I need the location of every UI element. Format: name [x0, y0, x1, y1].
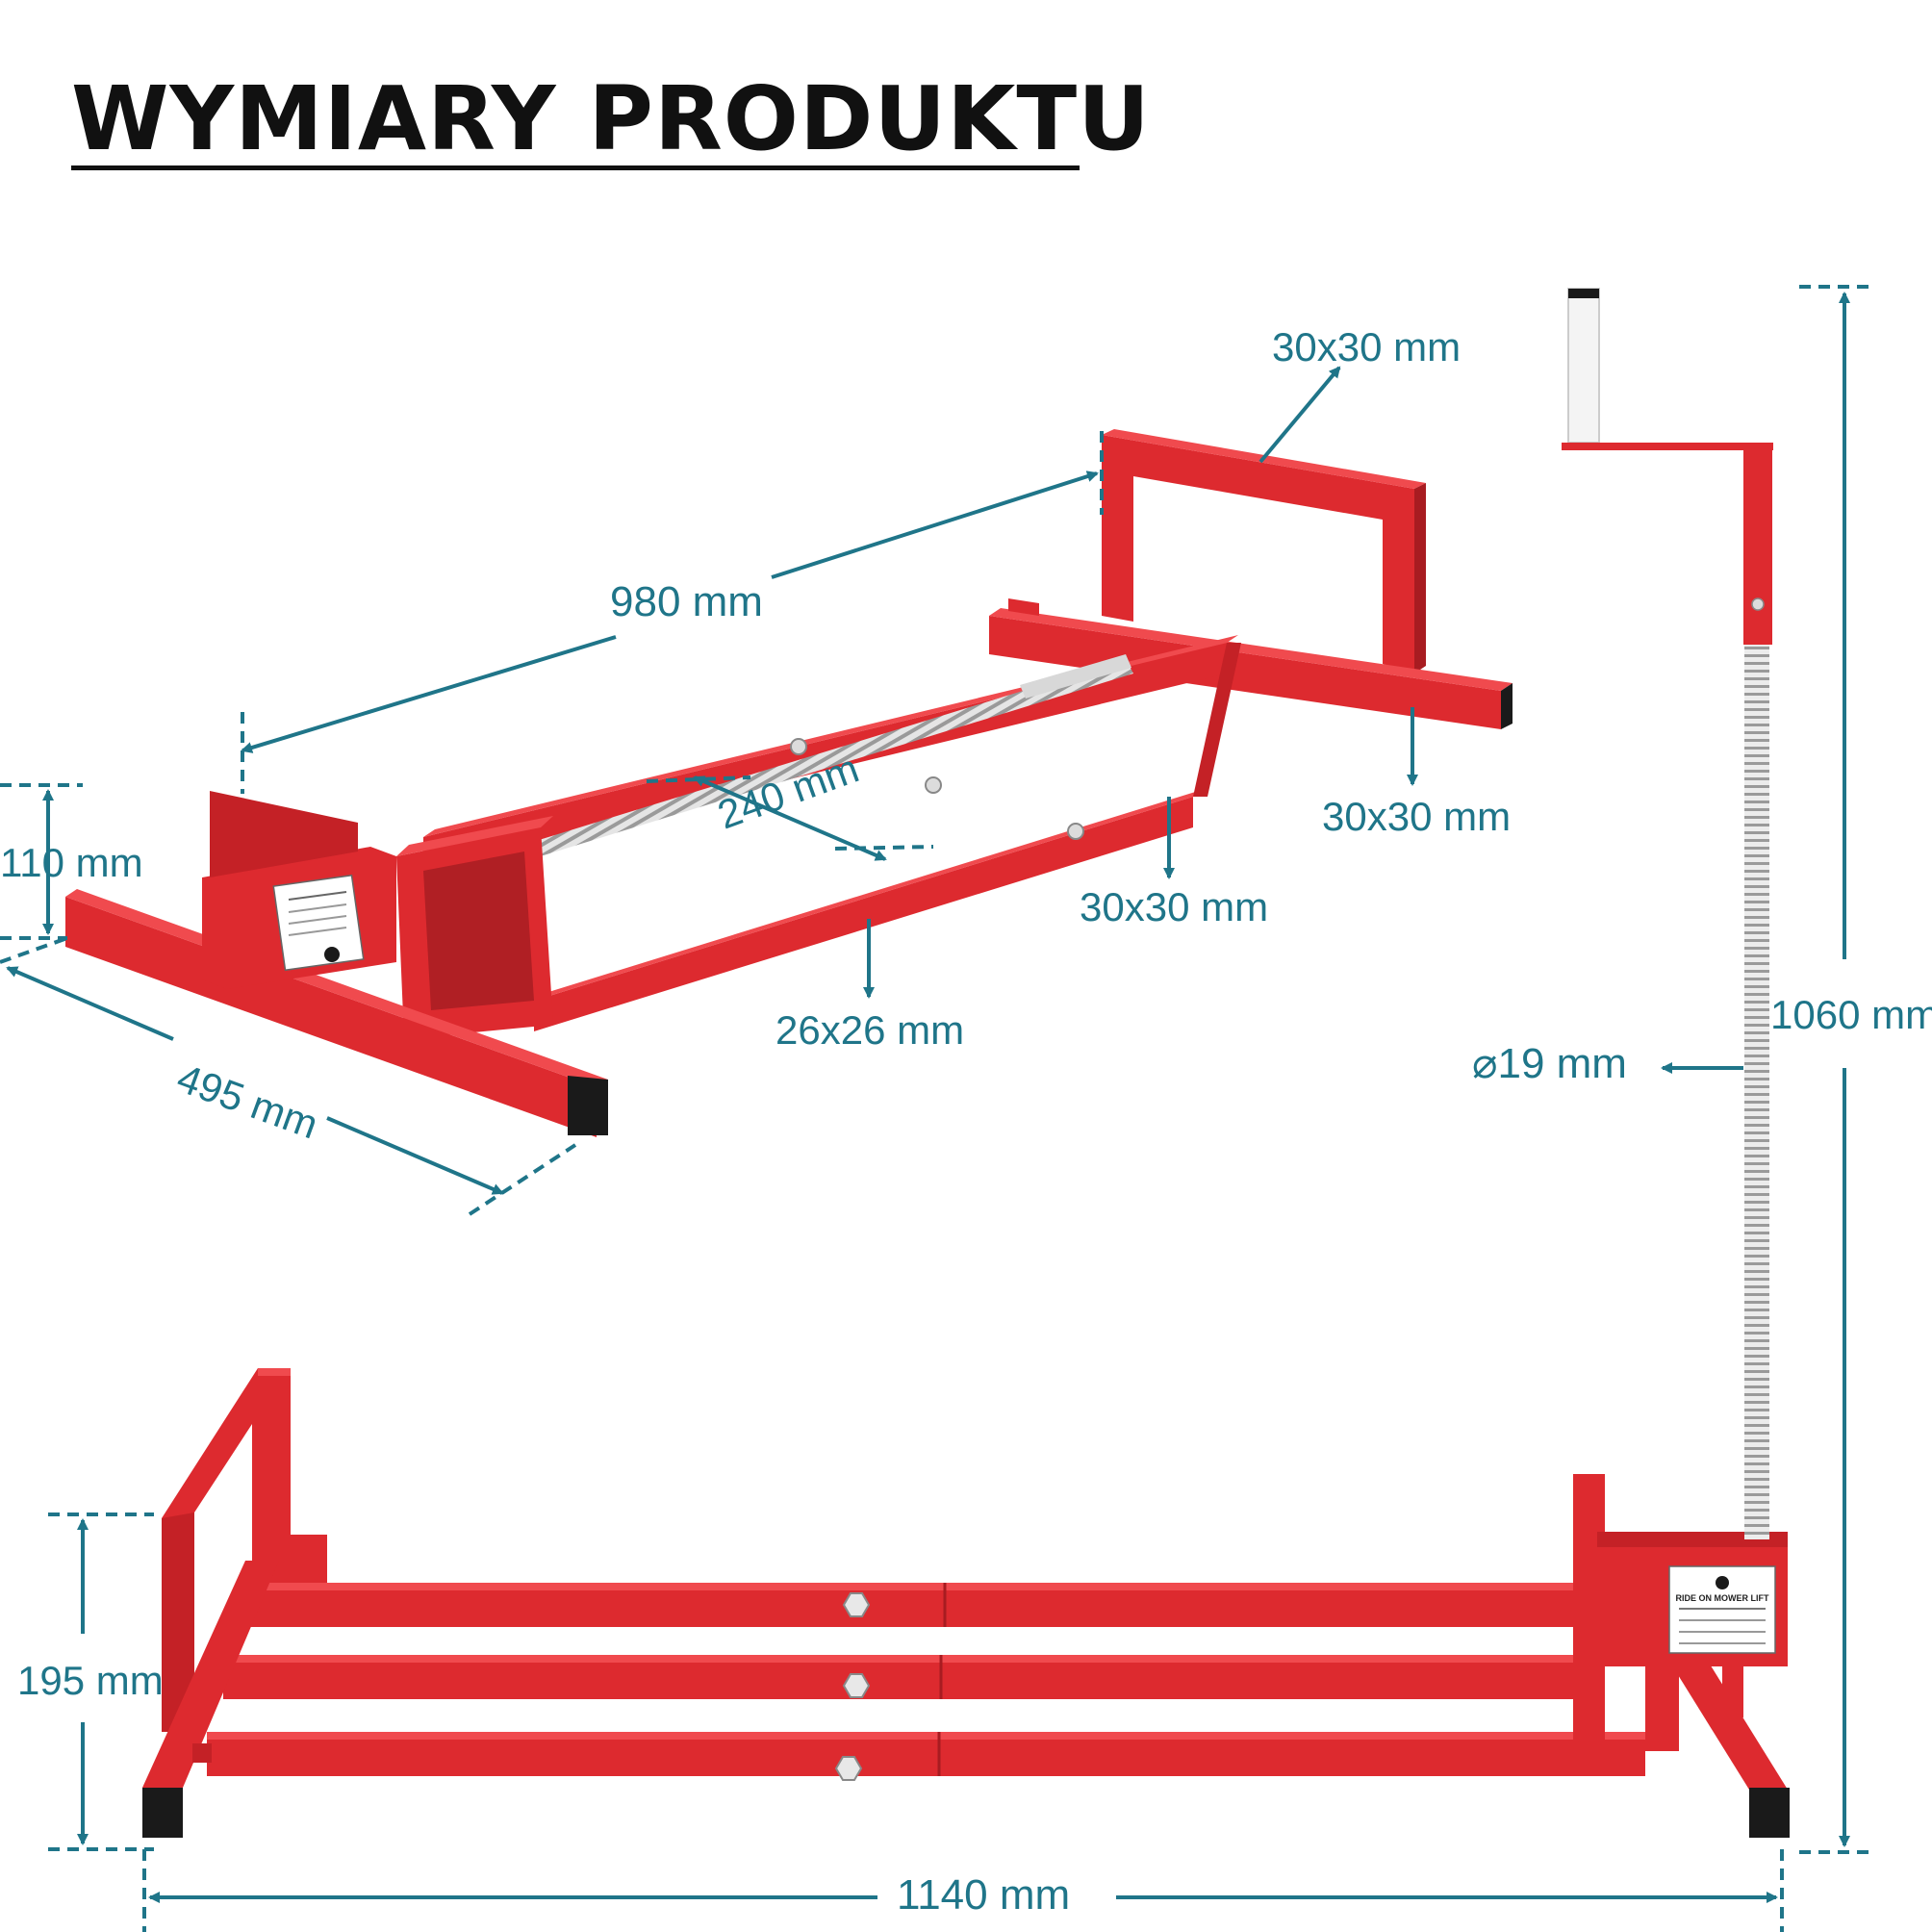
left-upright-side [162, 1513, 194, 1732]
crank-grip [1567, 288, 1600, 444]
dim-right-tube: 30x30 mm [1322, 794, 1512, 839]
bolt [790, 738, 807, 755]
dim-total-height: 1060 mm [1770, 992, 1932, 1037]
front-foot-end [568, 1076, 608, 1135]
front-box-hole [423, 852, 534, 1010]
front-foot-top [65, 889, 608, 1087]
warning-label [272, 874, 365, 972]
dim-length-front: 1140 mm [897, 1871, 1071, 1919]
dim-length-top: 980 mm [610, 578, 763, 625]
dim-cross-tube: 26x26 mm [775, 1007, 965, 1053]
hex-bolt [834, 1756, 863, 1781]
rear-crossbar [989, 616, 1501, 729]
jack-label-brand: RIDE ON MOWER LIFT [1676, 1593, 1769, 1603]
threaded-rod [486, 659, 1133, 871]
rear-crossbar-end [1501, 683, 1513, 729]
front-left-foot-end [142, 1788, 183, 1838]
crank-arm [1562, 443, 1773, 450]
crank-screw [1562, 288, 1773, 1539]
dim-side-tube: 30x30 mm [1080, 884, 1269, 929]
dim-handle-tube: 30x30 mm [1272, 324, 1462, 369]
jack-housing-top [210, 791, 358, 877]
rail-mid [1193, 643, 1241, 797]
hex-bolt [842, 1673, 871, 1698]
front-left-foot [142, 1561, 279, 1788]
rod-sleeve [1020, 654, 1131, 699]
page-title: WYMIARY PRODUKTU [71, 67, 1151, 170]
rear-crossbar-top [989, 608, 1513, 691]
dim-height-front: 195 mm [17, 1658, 164, 1703]
title-underline [71, 165, 1080, 170]
threaded-screw [1744, 645, 1769, 1539]
front-foot [65, 897, 597, 1137]
handle-frame-outer [1102, 435, 1414, 674]
left-upright-top [258, 1368, 291, 1376]
right-upright [1573, 1474, 1605, 1751]
dimension-lines [0, 285, 1876, 1932]
rail-near-top [534, 789, 1205, 1001]
front-view-lift: RIDE ON MOWER LIFT [142, 1368, 1790, 1838]
bolt [925, 776, 942, 794]
dim-screw-diameter: ⌀19 mm [1472, 1040, 1627, 1087]
front-box-top [396, 816, 553, 856]
dim-height-top: 110 mm [0, 840, 143, 885]
handle-frame-edge [1414, 483, 1426, 674]
top-view-lift [65, 429, 1513, 1137]
left-post [289, 1535, 327, 1590]
bolt [1067, 823, 1084, 840]
rear-stub [1008, 598, 1039, 616]
rail-near [534, 797, 1193, 1031]
crank-shaft [1743, 445, 1772, 645]
hex-bolt [842, 1592, 871, 1617]
front-right-foot-end [1749, 1788, 1790, 1838]
